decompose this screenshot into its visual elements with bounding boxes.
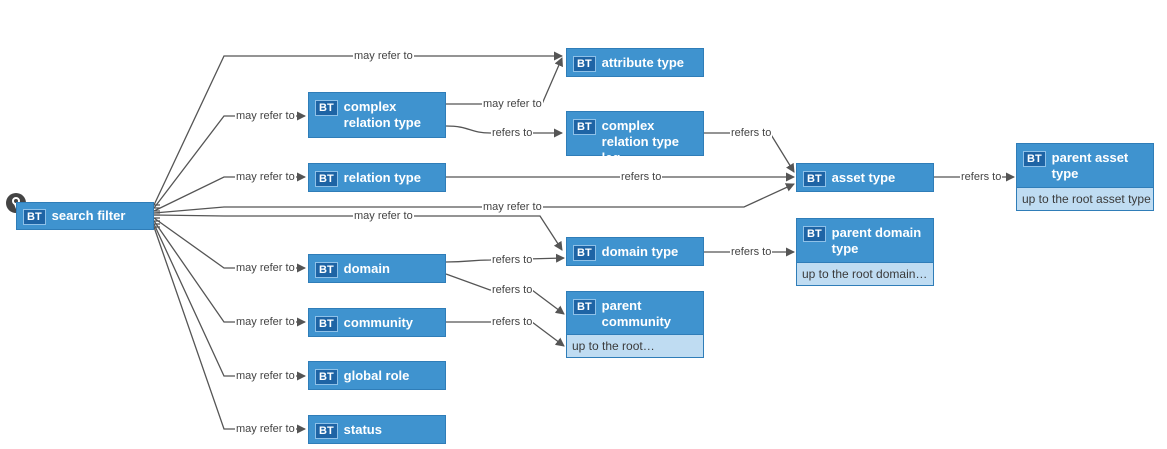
label-may-refer-to: may refer to [235, 316, 296, 328]
node-title: domain [343, 261, 390, 276]
node-title: attribute type [601, 55, 685, 70]
node-title: community [343, 315, 414, 330]
edge-crt-crt-leg [445, 125, 563, 138]
label-may-refer-to: may refer to [235, 262, 296, 274]
node-parent-asset-type[interactable]: BT parent asset type up to the root asse… [1016, 143, 1154, 211]
bt-badge: BT [1023, 151, 1046, 167]
node-parent-domain-type[interactable]: BT parent domain type up to the root dom… [796, 218, 934, 286]
node-complex-relation-type[interactable]: BT complex relation type [308, 92, 446, 138]
node-title: status [343, 422, 382, 437]
label-may-refer-to: may refer to [482, 201, 543, 213]
label-may-refer-to: may refer to [353, 210, 414, 222]
edge-sf-global-role [153, 223, 306, 381]
edge-sf-attribute-type [153, 51, 563, 206]
bt-badge: BT [573, 299, 596, 315]
label-may-refer-to: may refer to [235, 370, 296, 382]
node-relation-type[interactable]: BT relation type [308, 163, 446, 192]
node-note: up to the root asset type [1017, 187, 1153, 210]
node-note: up to the root domain… [797, 262, 933, 285]
label-may-refer-to: may refer to [235, 110, 296, 122]
bt-badge: BT [315, 423, 338, 439]
node-title: parent community [601, 298, 672, 329]
bt-badge: BT [573, 245, 596, 261]
node-asset-type[interactable]: BT asset type [796, 163, 934, 192]
bt-badge: BT [573, 56, 596, 72]
label-refers-to: refers to [491, 316, 534, 328]
bt-badge: BT [803, 226, 826, 242]
node-attribute-type[interactable]: BT attribute type [566, 48, 704, 77]
label-refers-to: refers to [491, 127, 534, 139]
bt-badge: BT [315, 262, 338, 278]
bt-badge: BT [803, 171, 826, 187]
node-title: domain type [601, 244, 679, 259]
node-title: parent domain type [831, 225, 922, 256]
node-title: global role [343, 368, 410, 383]
label-may-refer-to: may refer to [235, 423, 296, 435]
label-refers-to: refers to [730, 127, 773, 139]
label-may-refer-to: may refer to [235, 171, 296, 183]
label-refers-to: refers to [491, 254, 534, 266]
node-title: relation type [343, 170, 421, 185]
label-refers-to: refers to [491, 284, 534, 296]
label-may-refer-to: may refer to [482, 98, 543, 110]
edge-sf-asset-type [153, 183, 795, 214]
bt-badge: BT [573, 119, 596, 135]
node-title: asset type [831, 170, 896, 185]
node-complex-relation-type-leg[interactable]: BT complex relation type leg [566, 111, 704, 165]
node-community[interactable]: BT community [308, 308, 446, 337]
node-note: up to the root… [567, 334, 703, 357]
node-global-role[interactable]: BT global role [308, 361, 446, 390]
label-refers-to: refers to [730, 246, 773, 258]
bt-badge: BT [315, 100, 338, 116]
bt-badge: BT [315, 316, 338, 332]
node-parent-community[interactable]: BT parent community up to the root… [566, 291, 704, 358]
edge-sf-domain [153, 217, 306, 273]
node-title: parent asset type [1051, 150, 1129, 181]
node-domain-type[interactable]: BT domain type [566, 237, 704, 266]
edge-sf-fan [152, 204, 160, 228]
label-refers-to: refers to [620, 171, 663, 183]
bt-badge: BT [315, 171, 338, 187]
node-status[interactable]: BT status [308, 415, 446, 444]
node-search-filter[interactable]: BT search filter [16, 202, 154, 230]
edge-sf-status [153, 226, 306, 434]
node-title: complex relation type [343, 99, 421, 130]
node-title: complex relation type leg [601, 118, 679, 165]
edge-domain-domain-type [445, 253, 565, 263]
node-domain[interactable]: BT domain [308, 254, 446, 283]
bt-badge: BT [23, 209, 46, 225]
edge-sf-complex-relation-type [153, 111, 306, 209]
bt-badge: BT [315, 369, 338, 385]
node-title: search filter [51, 208, 126, 223]
label-may-refer-to: may refer to [353, 50, 414, 62]
label-refers-to: refers to [960, 171, 1003, 183]
